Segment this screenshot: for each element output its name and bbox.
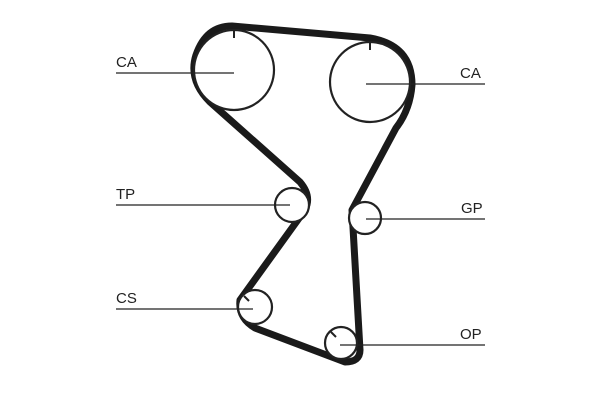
label-oil-pump: OP [460,326,482,343]
label-guide: GP [461,200,483,217]
label-cam-left: CA [116,54,137,71]
label-crankshaft: CS [116,290,137,307]
camshaft-pulley-left [192,28,276,112]
guide-pulley [347,200,383,236]
oil-pump-pulley [323,325,359,361]
label-cam-right: CA [460,65,481,82]
camshaft-pulley-right [328,40,412,124]
crankshaft-pulley [236,288,274,326]
label-tensioner: TP [116,186,135,203]
